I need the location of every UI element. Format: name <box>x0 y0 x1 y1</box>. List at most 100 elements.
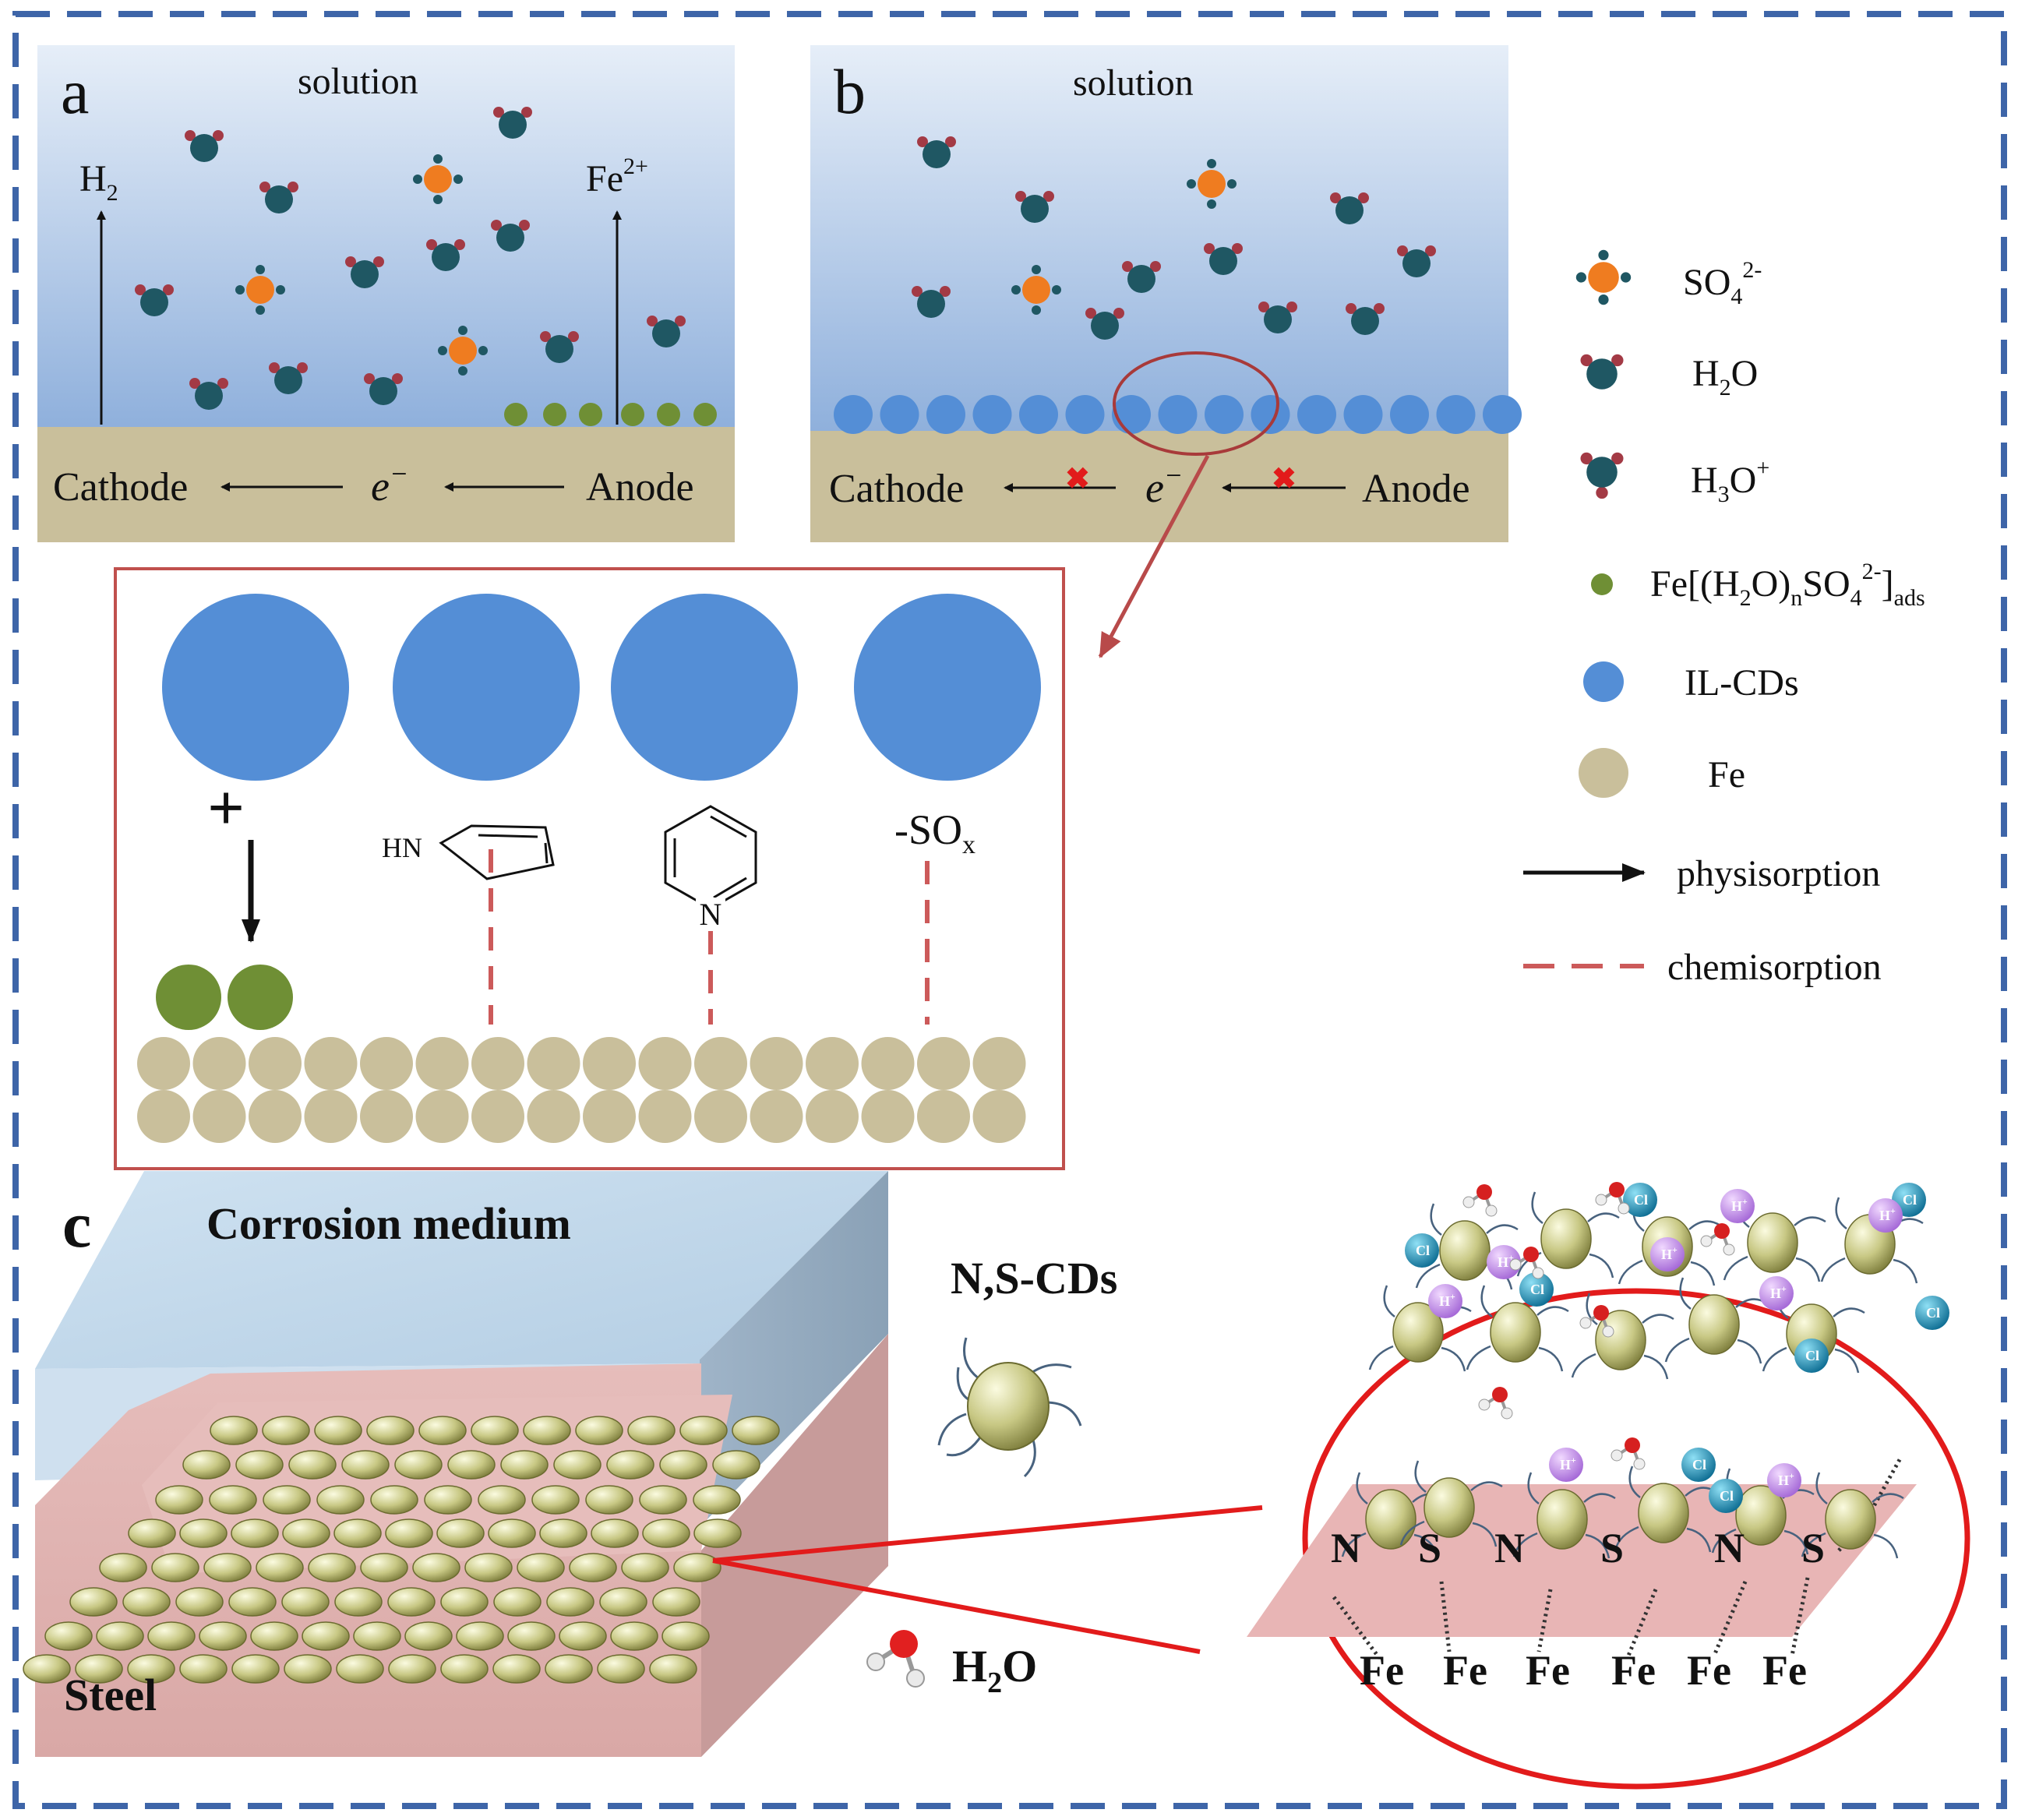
fe-atom <box>192 1090 246 1143</box>
legend-sulfate-label: SO42- <box>1683 257 1762 309</box>
adsorbed-cd <box>99 1553 147 1582</box>
hydrogen-ion: H+ <box>1759 1276 1794 1310</box>
fe-atom <box>694 1090 747 1143</box>
fe-atom <box>304 1037 358 1090</box>
legend-ilcd-symbol <box>1583 661 1624 702</box>
legend-water-symbol <box>1580 354 1624 390</box>
adsorbed-cd <box>673 1553 721 1582</box>
water-molecule <box>1258 302 1297 333</box>
svg-text:H+: H+ <box>1560 1455 1576 1473</box>
adsorbed-cd <box>284 1654 332 1684</box>
fe2-label: Fe2+ <box>586 153 648 199</box>
fe-atom <box>192 1037 246 1090</box>
sulfate-ion <box>1575 249 1632 305</box>
adsorbed-cd <box>610 1621 658 1651</box>
h2-label: H2 <box>79 158 118 206</box>
nscd-particle <box>937 1337 1082 1478</box>
adsorbed-cd <box>360 1553 408 1582</box>
il-cd-particle <box>926 395 965 434</box>
adsorbed-complex <box>543 403 566 426</box>
adsorbed-cd <box>507 1621 556 1651</box>
chloride-ion: Cl <box>1681 1448 1716 1482</box>
il-cd-particle <box>1297 395 1336 434</box>
magnified-water <box>1611 1437 1646 1470</box>
legend-complex-label: Fe[(H2O)nSO42-]ads <box>1650 559 1925 611</box>
water-molecule <box>426 239 465 271</box>
svg-text:H+: H+ <box>1661 1244 1678 1262</box>
adsorbed-cd <box>394 1450 443 1480</box>
legend-physisorption-label: physisorption <box>1677 853 1880 894</box>
magnified-cd <box>1614 1466 1717 1553</box>
adsorbed-cd <box>523 1416 571 1445</box>
water-molecule <box>912 286 951 318</box>
il-cd-particle <box>1019 395 1058 434</box>
magnified-water <box>1462 1184 1498 1217</box>
fe-atom <box>360 1037 413 1090</box>
fe-atom-label: Fe <box>1443 1647 1487 1694</box>
svg-text:H+: H+ <box>1439 1291 1455 1309</box>
fe-atom-label: Fe <box>1611 1647 1656 1694</box>
adsorbed-complex <box>693 403 717 426</box>
water-molecule <box>1122 261 1161 293</box>
adsorbed-complex <box>657 403 680 426</box>
electron-label-b: e− <box>1145 460 1183 511</box>
hydrogen-ion: H+ <box>1549 1448 1583 1482</box>
adsorbed-cd <box>334 1587 383 1617</box>
fe-atom <box>917 1090 970 1143</box>
fe-atom <box>415 1037 469 1090</box>
adsorbed-cd <box>591 1518 639 1548</box>
adsorbed-cd <box>642 1518 690 1548</box>
adsorbed-cd <box>288 1450 337 1480</box>
il-cd-particle <box>1483 395 1522 434</box>
adsorbed-cd <box>199 1621 247 1651</box>
water-molecule <box>1015 191 1054 223</box>
solution-label-b: solution <box>1073 62 1194 104</box>
legend-chemisorption-label: chemisorption <box>1667 947 1882 988</box>
fe-atom <box>471 1090 524 1143</box>
adsorbed-cd <box>96 1621 144 1651</box>
sulfate-ions-a <box>235 154 488 376</box>
il-cd-large <box>611 594 798 781</box>
adsorbed-cd <box>75 1654 123 1684</box>
fe-atom-label: Fe <box>1526 1647 1570 1694</box>
adsorbed-cd <box>228 1587 277 1617</box>
bond-hatch <box>1712 1581 1748 1656</box>
svg-text:Cl: Cl <box>1530 1282 1544 1297</box>
adsorbed-cd <box>250 1621 298 1651</box>
adsorbed-cd <box>388 1654 436 1684</box>
sulfate-ion <box>413 154 463 204</box>
fe-lattice <box>137 1037 1026 1143</box>
chloride-ion: Cl <box>1794 1339 1829 1373</box>
hydrogen-ion: H+ <box>1720 1189 1755 1223</box>
cathode-label-a: Cathode <box>53 465 188 510</box>
adsorbed-cd <box>693 1485 741 1515</box>
il-cd-particle <box>834 395 873 434</box>
fe-atom-label: Fe <box>1687 1647 1731 1694</box>
adsorbed-complex-row <box>504 403 717 426</box>
magnified-cd <box>1415 1203 1519 1290</box>
fe-atom <box>972 1037 1026 1090</box>
svg-text:H+: H+ <box>1731 1196 1748 1214</box>
svg-text:H+: H+ <box>1879 1205 1896 1223</box>
adsorbed-cd <box>424 1485 472 1515</box>
il-cd-large <box>854 594 1041 781</box>
il-cd-particle <box>972 395 1012 434</box>
anode-label-a: Anode <box>586 465 694 510</box>
adsorbed-cd <box>436 1518 485 1548</box>
fe-atom <box>638 1037 692 1090</box>
magnified-cd <box>1399 1460 1503 1547</box>
svg-text:Cl: Cl <box>1805 1348 1819 1363</box>
adsorbed-cd <box>418 1416 467 1445</box>
fe-atom <box>137 1090 190 1143</box>
adsorbed-cd <box>44 1621 93 1651</box>
adsorbed-cd <box>659 1450 707 1480</box>
chloride-ion: Cl <box>1915 1296 1949 1330</box>
fe-atom <box>638 1090 692 1143</box>
magnified-cd <box>1512 1472 1616 1559</box>
adsorbed-cd <box>693 1518 742 1548</box>
il-cd-large <box>393 594 580 781</box>
sox-label: -SOx <box>894 806 975 859</box>
svg-text:Cl: Cl <box>1634 1192 1648 1208</box>
pyrrole-ring: HN <box>382 824 555 880</box>
